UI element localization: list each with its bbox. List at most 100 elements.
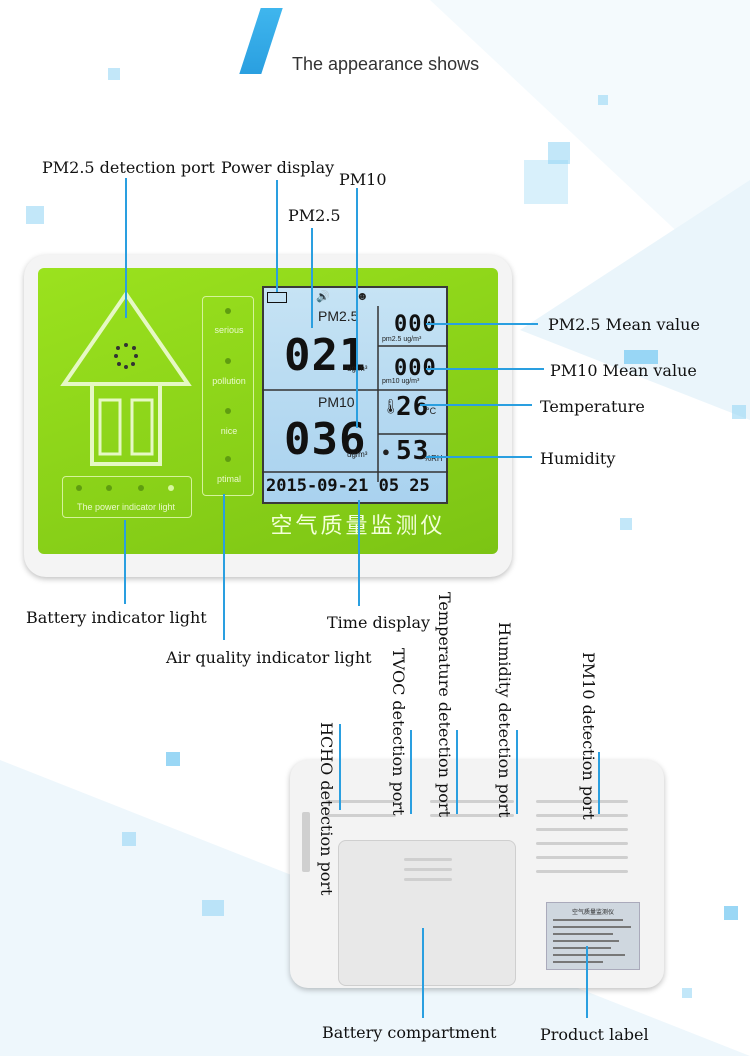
vent-slot bbox=[536, 870, 628, 873]
callout-line bbox=[420, 404, 532, 406]
callout-line bbox=[356, 188, 358, 428]
label-pm25-mean: PM2.5 Mean value bbox=[548, 315, 700, 334]
label-text-line bbox=[553, 947, 611, 949]
product-label-sticker: 空气质量监测仪 bbox=[546, 902, 640, 970]
pm10-unit: ug/m³ bbox=[347, 450, 368, 459]
vent-slot bbox=[536, 856, 628, 859]
vent-slot bbox=[430, 814, 514, 817]
power-indicator-label: The power indicator light bbox=[76, 502, 176, 512]
power-led bbox=[138, 485, 144, 491]
vent-slot bbox=[326, 800, 396, 803]
deco-square bbox=[732, 405, 746, 419]
vent-slot bbox=[536, 814, 628, 817]
humidity-unit: %RH bbox=[424, 454, 443, 463]
battery-icon bbox=[267, 292, 287, 303]
power-led bbox=[76, 485, 82, 491]
pm10-lcd-label: PM10 bbox=[318, 394, 355, 410]
label-text-line bbox=[553, 919, 623, 921]
air-quality-level: serious bbox=[214, 325, 244, 335]
vent-slot bbox=[536, 800, 628, 803]
label-battery-light: Battery indicator light bbox=[26, 608, 207, 627]
vent-slot bbox=[326, 814, 396, 817]
deco-square bbox=[202, 900, 224, 916]
label-text-line bbox=[553, 926, 631, 928]
vent-slot bbox=[536, 842, 628, 845]
callout-line bbox=[410, 730, 412, 814]
label-text-line bbox=[553, 940, 619, 942]
deco-square bbox=[624, 350, 658, 364]
pm25-lcd-label: PM2.5 bbox=[318, 308, 359, 324]
callout-line bbox=[339, 724, 341, 810]
deco-square bbox=[108, 68, 120, 80]
label-pm10-port: PM10 detection port bbox=[579, 652, 598, 820]
deco-square bbox=[524, 160, 568, 204]
datetime-value: 2015-09-21 05 25 bbox=[266, 476, 430, 496]
label-pm25-port: PM2.5 detection port bbox=[42, 158, 215, 177]
air-quality-level: nice bbox=[220, 426, 238, 436]
label-tvoc-port: TVOC detection port bbox=[389, 648, 408, 816]
power-led bbox=[106, 485, 112, 491]
callout-line bbox=[422, 928, 424, 1018]
house-icon bbox=[60, 290, 192, 466]
label-battery-compartment: Battery compartment bbox=[322, 1023, 497, 1042]
callout-line bbox=[598, 752, 600, 814]
lcd-screen bbox=[262, 286, 448, 504]
label-pm10-mean: PM10 Mean value bbox=[550, 361, 697, 380]
callout-line bbox=[358, 500, 360, 606]
product-label-title: 空气质量监测仪 bbox=[571, 909, 614, 916]
vent-slot bbox=[302, 812, 310, 872]
vent-slot bbox=[536, 828, 628, 831]
deco-square bbox=[122, 832, 136, 846]
humidity-value: 53 bbox=[396, 436, 430, 466]
callout-line bbox=[426, 368, 544, 370]
air-quality-led bbox=[225, 408, 231, 414]
label-text-line bbox=[553, 933, 613, 935]
label-hcho-port: HCHO detection port bbox=[317, 722, 336, 896]
deco-square bbox=[166, 752, 180, 766]
deco-square bbox=[26, 206, 44, 224]
deco-square bbox=[620, 518, 632, 530]
deco-square bbox=[598, 95, 608, 105]
label-pm25: PM2.5 bbox=[288, 206, 341, 225]
callout-line bbox=[311, 228, 313, 328]
device-brand: 空气质量监测仪 bbox=[258, 508, 458, 540]
label-product-label: Product label bbox=[540, 1025, 649, 1044]
pm10-value: 036 bbox=[284, 414, 367, 465]
label-temp-port: Temperature detection port bbox=[435, 592, 454, 817]
label-air-quality-light: Air quality indicator light bbox=[166, 648, 372, 667]
label-text-line bbox=[553, 954, 625, 956]
battery-door bbox=[338, 840, 516, 986]
air-quality-panel bbox=[202, 296, 254, 496]
temperature-value: 26 bbox=[396, 392, 430, 422]
air-quality-led bbox=[225, 456, 231, 462]
label-time-display: Time display bbox=[327, 613, 431, 632]
callout-line bbox=[586, 946, 588, 1018]
callout-line bbox=[456, 730, 458, 814]
callout-line bbox=[125, 178, 127, 318]
door-grip bbox=[404, 868, 452, 871]
power-indicator-panel bbox=[62, 476, 192, 518]
door-grip bbox=[404, 858, 452, 861]
label-pm10: PM10 bbox=[339, 170, 387, 189]
door-grip bbox=[404, 878, 452, 881]
pm25-mean-unit: pm2.5 ug/m³ bbox=[382, 336, 422, 343]
speaker-icon: 🔊 bbox=[316, 291, 330, 303]
callout-line bbox=[276, 180, 278, 292]
page-title: The appearance shows bbox=[292, 54, 480, 74]
vent-slot bbox=[430, 800, 514, 803]
label-temperature: Temperature bbox=[540, 397, 645, 416]
pm25-value: 021 bbox=[284, 330, 367, 381]
callout-line bbox=[516, 730, 518, 814]
temperature-unit: °C bbox=[426, 406, 437, 416]
air-quality-level: pollution bbox=[212, 376, 246, 386]
label-power-display: Power display bbox=[221, 158, 335, 177]
label-humidity-port: Humidity detection port bbox=[495, 622, 514, 818]
label-humidity: Humidity bbox=[540, 449, 616, 468]
pm10-mean-unit: pm10 ug/m³ bbox=[382, 378, 420, 385]
deco-square bbox=[682, 988, 692, 998]
deco-square bbox=[548, 142, 570, 164]
callout-line bbox=[223, 494, 225, 640]
humidity-drop-icon: ● bbox=[382, 444, 390, 459]
lcd-grid bbox=[262, 306, 448, 482]
smiley-icon: ☻ bbox=[356, 289, 369, 303]
